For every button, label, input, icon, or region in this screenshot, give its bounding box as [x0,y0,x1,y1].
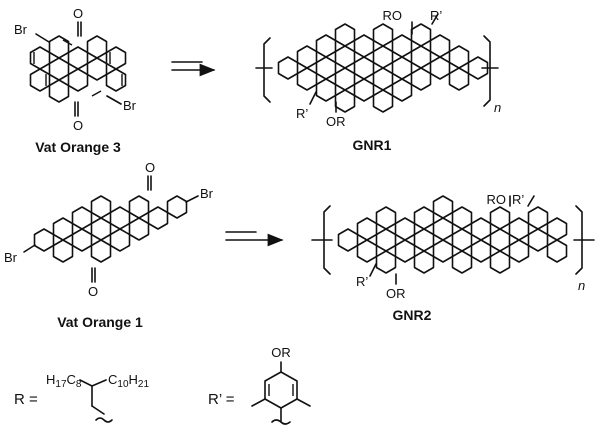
gnr1-r-prime-top: R’ [430,8,442,23]
gnr1-n: n [494,100,501,115]
vo1-o-top: O [145,160,155,175]
r-h17c8-label: H17C8 [46,372,82,390]
r-prime-aryl-structure [251,361,311,425]
r-c10h21-label: C10H21 [108,372,149,390]
vo1-br-right: Br [200,186,214,201]
vo3-o-top: O [73,6,83,21]
vat-orange-1-structure [23,175,199,283]
gnr2-r-prime-bottom: R’ [356,274,368,289]
gnr2-structure [311,195,595,285]
r-prime-definition-label: R’ = [208,391,235,408]
gnr1-r-prime-bottom: R’ [296,106,308,121]
gnr1-caption: GNR1 [353,137,392,153]
gnr2-r-prime-top: R’ [512,192,524,207]
vat-orange-1-caption: Vat Orange 1 [57,314,143,330]
r-prime-attachment-wavy [271,419,291,425]
gnr1-ro: RO [383,8,403,23]
r-attachment-wavy [95,417,113,423]
gnr2-ro: RO [487,192,507,207]
vo1-br-left: Br [4,250,18,265]
vat-orange-3-caption: Vat Orange 3 [35,139,121,155]
gnr2-caption: GNR2 [393,307,432,323]
vo1-o-bottom: O [88,284,98,299]
vat-orange-3-structure [29,21,127,117]
r-alkyl-structure [79,379,113,423]
vo3-br-right: Br [123,98,137,113]
gnr2-or: OR [386,286,406,301]
gnr1-structure [255,13,499,113]
vo3-o-bottom: O [73,118,83,133]
r-definition-label: R = [14,391,38,408]
r-prime-or: OR [271,345,291,360]
gnr2-n: n [578,278,585,293]
vo3-br-left: Br [14,22,28,37]
gnr1-or: OR [326,114,346,129]
